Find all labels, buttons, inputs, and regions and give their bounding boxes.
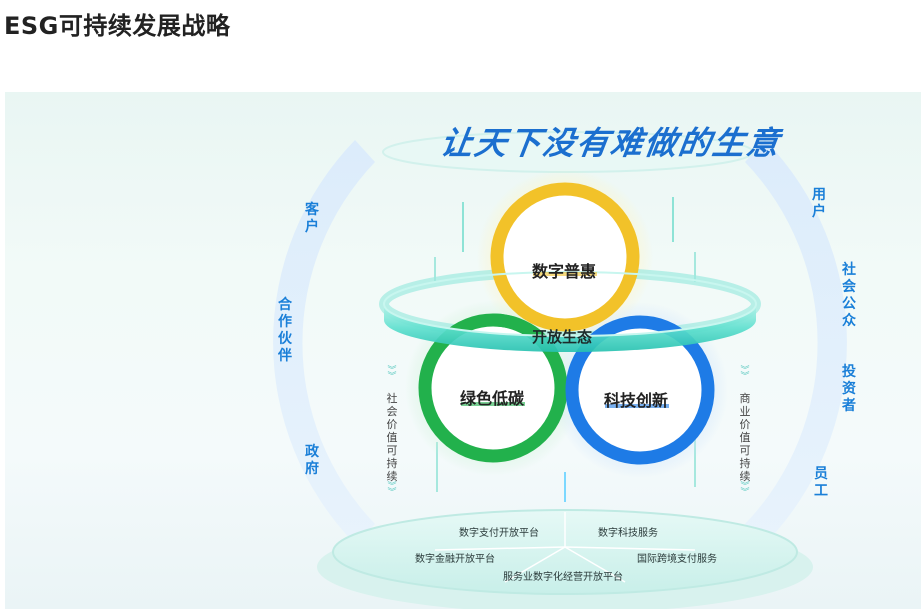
- platform-digital-payment: 数字支付开放平台: [459, 528, 539, 539]
- base-platform: [332, 509, 798, 595]
- platform-service-digitalization: 服务业数字化经营开放平台: [503, 572, 623, 583]
- arc-label-government: 政府: [305, 444, 319, 477]
- side-note-business-value: 商业价值可持续: [739, 392, 751, 483]
- right-chevrons-top: ︾︾: [740, 366, 750, 382]
- arc-label-partner: 合作伙伴: [278, 297, 292, 364]
- platform-cross-border-payment: 国际跨境支付服务: [637, 554, 717, 565]
- arc-label-customer: 客户: [305, 202, 319, 235]
- ring-label-open-ecosystem: 开放生态: [532, 328, 593, 346]
- page-title: ESG可持续发展战略: [4, 12, 231, 40]
- arc-label-investor: 投资者: [842, 364, 856, 414]
- platform-digital-finance: 数字金融开放平台: [415, 554, 495, 565]
- left-chevrons-bottom: ︾︾: [387, 482, 397, 498]
- circle-digital-inclusion-ring: [490, 182, 640, 332]
- platform-digital-tech-service: 数字科技服务: [598, 528, 658, 539]
- arc-label-public: 社会公众: [842, 262, 856, 329]
- right-chevrons-bottom: ︾︾: [740, 482, 750, 498]
- circle-label-green-lowcarbon: 绿色低碳: [460, 389, 525, 408]
- circle-label-tech-innovation: 科技创新: [604, 391, 669, 410]
- platform-dividers: [434, 512, 696, 583]
- esg-diagram: 让天下没有难做的生意 客户 合作伙伴 政府 用户 社会公众 投资者 员工 ︾︾ …: [5, 92, 921, 609]
- left-chevrons-top: ︾︾: [387, 366, 397, 382]
- circle-label-digital-inclusion: 数字普惠: [532, 262, 597, 281]
- left-arc-band: [273, 140, 375, 544]
- side-note-social-value: 社会价值可持续: [386, 392, 398, 483]
- right-arc-band: [745, 140, 847, 544]
- open-eco-ring-front: [384, 304, 756, 352]
- arc-label-employee: 员工: [814, 466, 828, 499]
- circle-tech-innovation-ring: [565, 315, 715, 465]
- diagram-graphics: [273, 131, 847, 609]
- slogan-calligraphy: 让天下没有难做的生意: [438, 124, 784, 162]
- arc-label-user: 用户: [812, 187, 826, 220]
